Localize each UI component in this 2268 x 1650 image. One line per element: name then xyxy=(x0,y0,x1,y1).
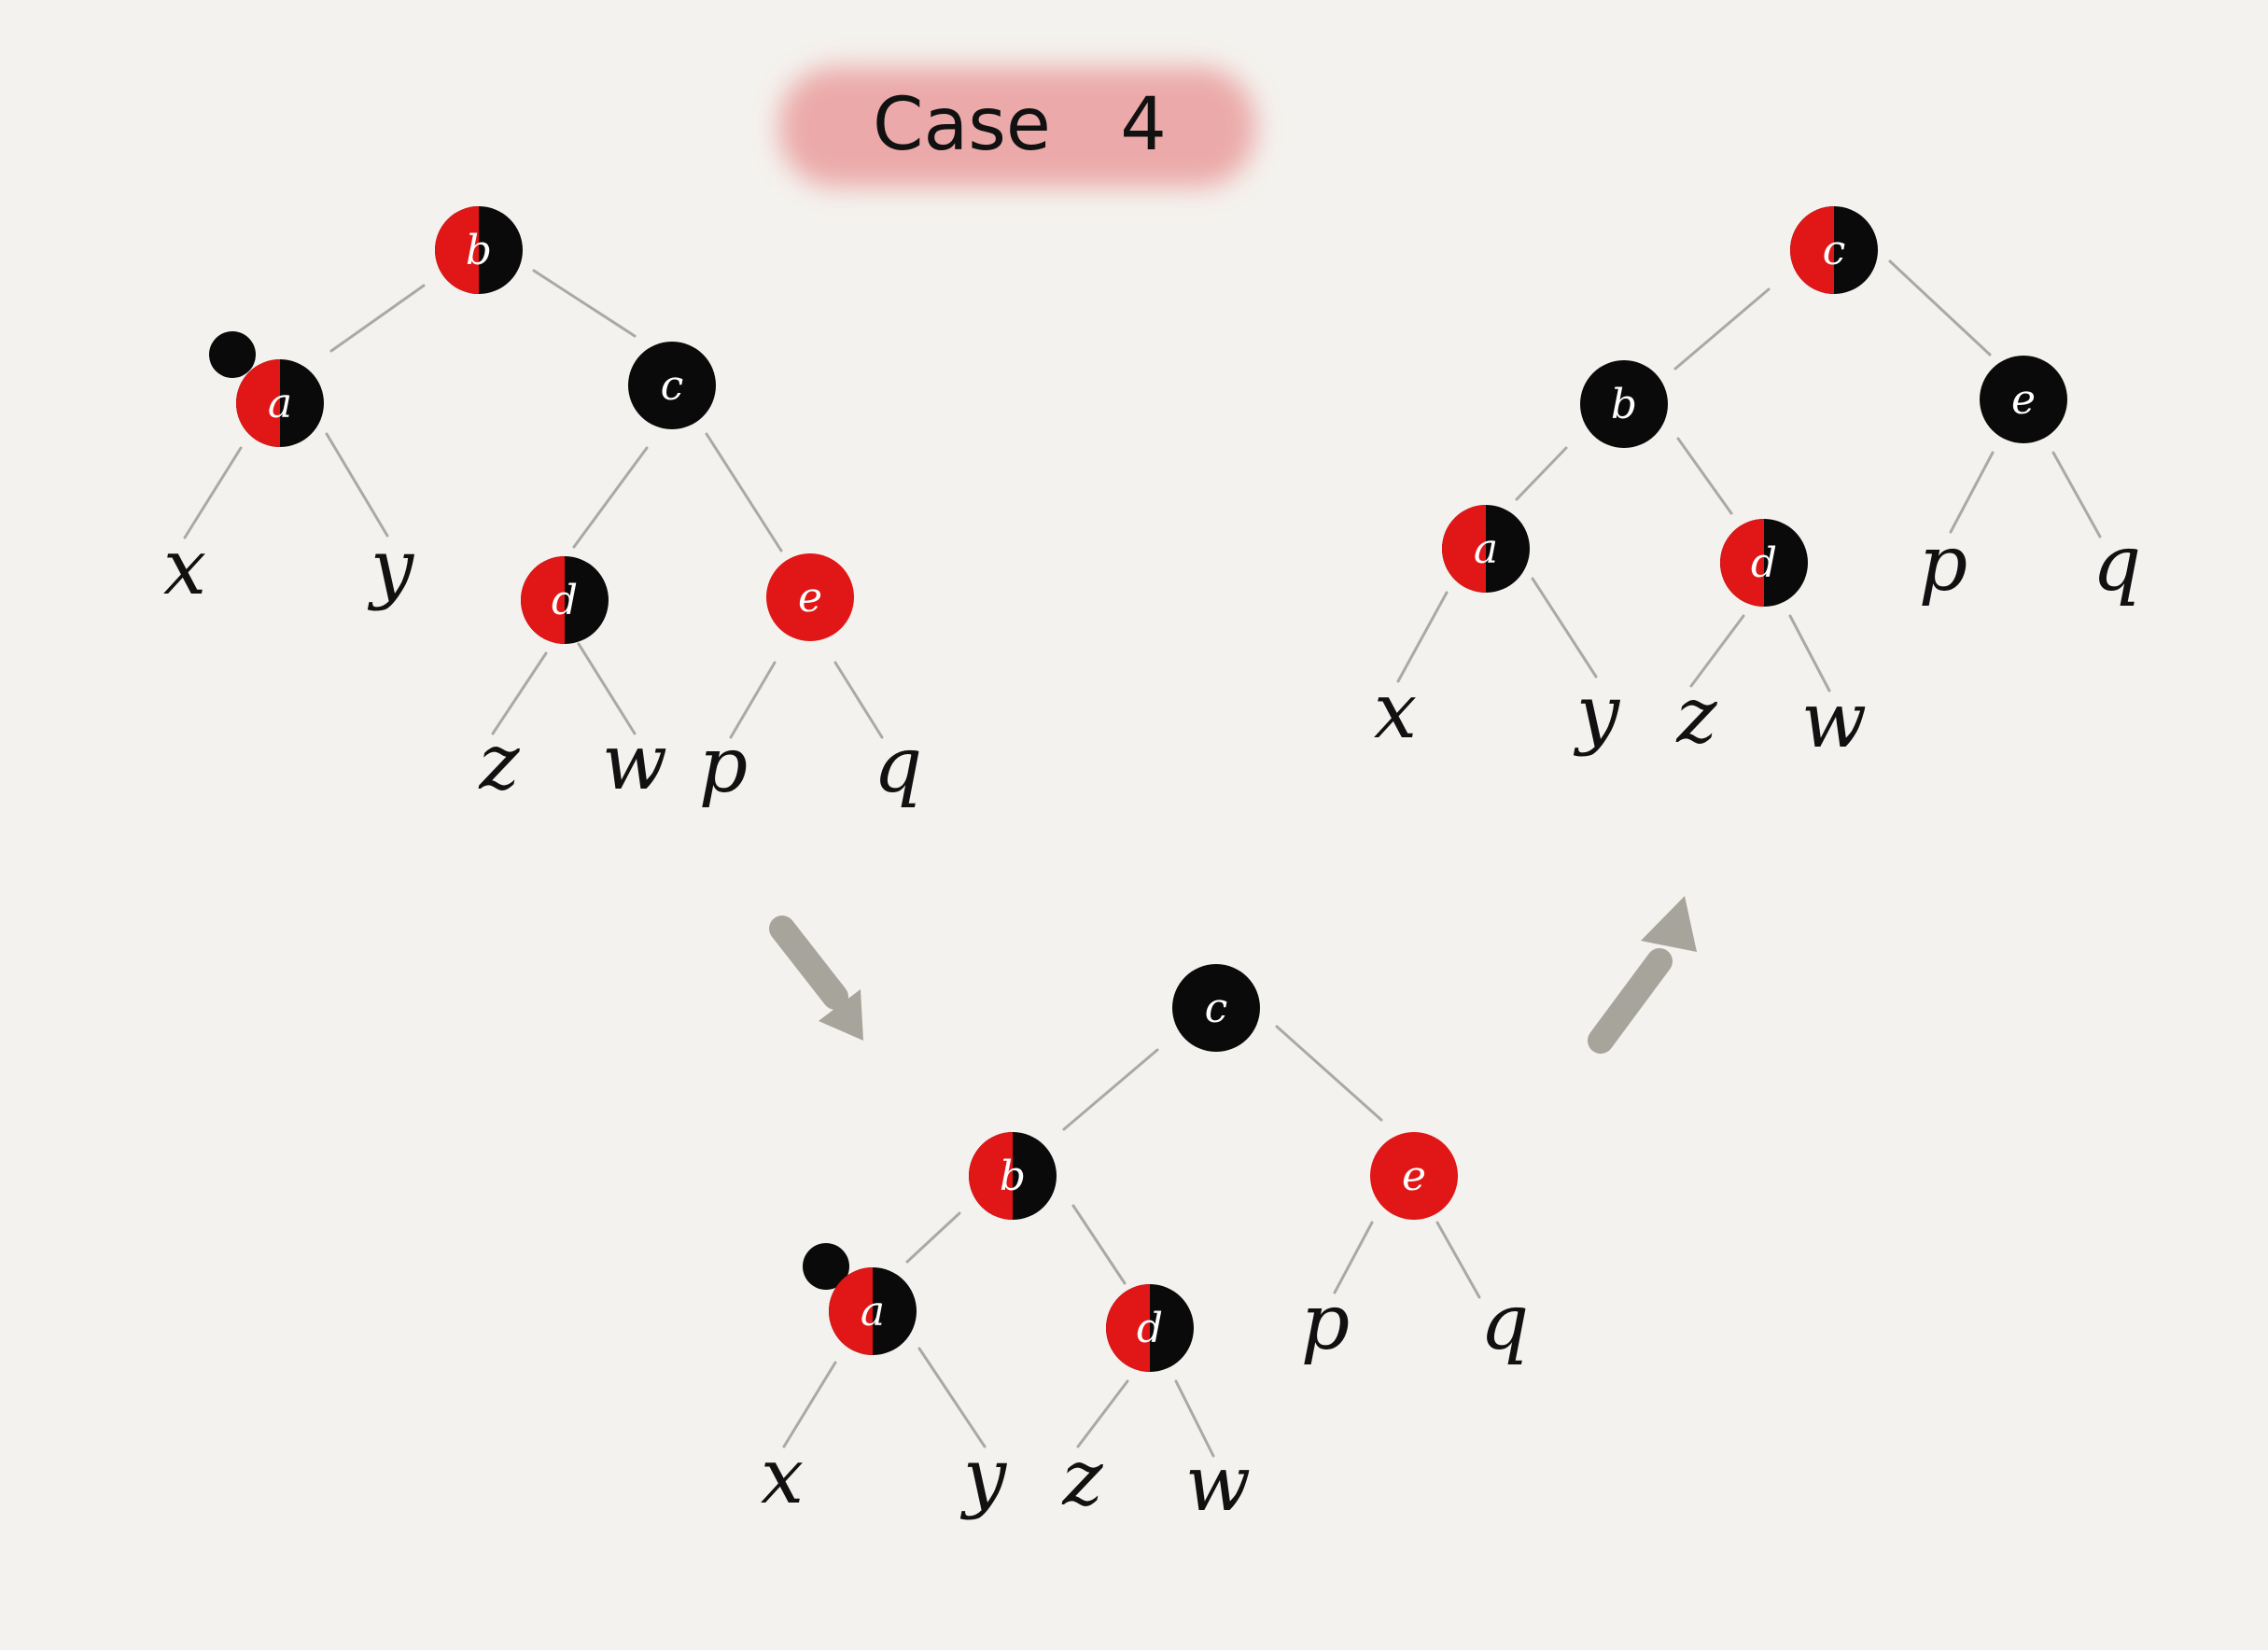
node-c: c xyxy=(628,342,716,429)
leaf-x: x xyxy=(761,1433,804,1521)
node-label: e xyxy=(2011,376,2036,424)
leaf-z: z xyxy=(478,719,520,807)
node-label: c xyxy=(1205,985,1228,1032)
node-b: b xyxy=(969,1132,1057,1220)
node-e: e xyxy=(766,553,854,641)
node-label: d xyxy=(1137,1305,1163,1352)
node-label: c xyxy=(1823,227,1846,274)
leaf-z: z xyxy=(1675,672,1717,761)
node-c: c xyxy=(1172,964,1260,1052)
leaf-q: q xyxy=(1480,1279,1530,1367)
leaf-w: w xyxy=(1185,1440,1251,1529)
title-text: Case 4 xyxy=(873,83,1167,167)
tree-before: b a c d e x y z w p q xyxy=(163,206,922,810)
leaf-y: y xyxy=(1573,669,1621,758)
tree-edges xyxy=(183,269,884,739)
node-label: d xyxy=(552,577,578,624)
title-banner: Case 4 xyxy=(779,67,1255,187)
node-label: a xyxy=(861,1288,885,1335)
leaf-w: w xyxy=(602,719,667,807)
node-label: e xyxy=(1402,1153,1426,1200)
node-label: d xyxy=(1751,539,1777,587)
leaf-y: y xyxy=(959,1433,1008,1521)
leaf-q: q xyxy=(874,721,923,810)
leaf-q: q xyxy=(2093,520,2142,608)
node-b: b xyxy=(1580,360,1668,448)
node-d: d xyxy=(1106,1284,1194,1372)
tree-after: c b e a d x y z w p q xyxy=(1374,206,2141,765)
node-e: e xyxy=(1370,1132,1458,1220)
arrow-down-right-icon xyxy=(769,916,863,1041)
node-label: b xyxy=(1000,1153,1026,1200)
tree-middle: c b e a d x y z w p q xyxy=(761,964,1529,1529)
leaf-w: w xyxy=(1801,677,1867,765)
node-a: a xyxy=(209,331,324,447)
leaf-p: p xyxy=(699,721,749,810)
node-label: b xyxy=(1611,381,1637,428)
tree-edges xyxy=(1396,259,2102,692)
node-c: c xyxy=(1790,206,1878,294)
node-label: e xyxy=(798,574,822,622)
node-d: d xyxy=(521,556,609,644)
leaf-z: z xyxy=(1061,1434,1103,1523)
node-label: a xyxy=(1474,525,1498,573)
node-b: b xyxy=(435,206,523,294)
node-label: a xyxy=(268,380,292,427)
node-d: d xyxy=(1720,519,1808,607)
extra-black-marker xyxy=(803,1243,849,1290)
node-a: a xyxy=(1442,505,1530,593)
node-a: a xyxy=(803,1243,917,1355)
leaf-x: x xyxy=(1374,667,1417,756)
node-label: b xyxy=(466,227,492,274)
leaf-labels: x y z w p q xyxy=(1374,520,2141,765)
leaf-x: x xyxy=(163,524,206,612)
leaf-y: y xyxy=(367,524,415,612)
arrow-up-right-icon xyxy=(1588,896,1697,1054)
extra-black-marker xyxy=(209,331,256,378)
title-highlight xyxy=(779,67,1255,187)
leaf-p: p xyxy=(1919,520,1968,608)
node-label: c xyxy=(661,362,684,410)
tree-edges xyxy=(782,1025,1481,1458)
leaf-labels: x y z w p q xyxy=(761,1279,1529,1529)
leaf-p: p xyxy=(1301,1279,1351,1367)
leaf-labels: x y z w p q xyxy=(163,524,922,810)
node-e: e xyxy=(1980,356,2067,443)
